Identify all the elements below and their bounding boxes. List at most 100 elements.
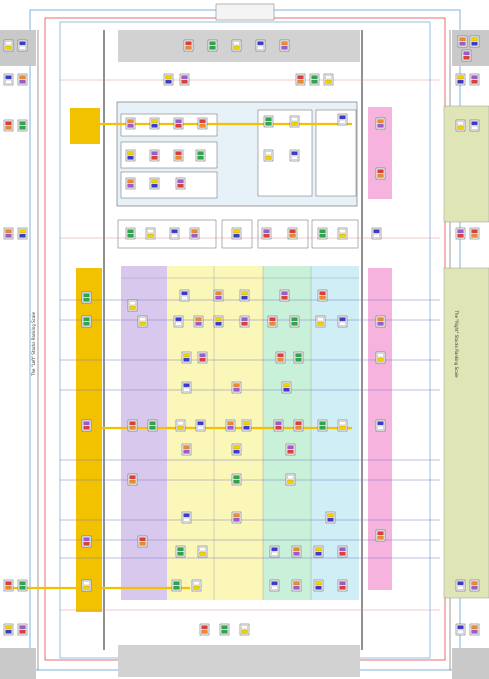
left-side-label: The "Left" Stacks Ranking Scale xyxy=(31,312,36,376)
component-unit xyxy=(127,419,138,432)
component-unit xyxy=(193,315,204,328)
component-unit xyxy=(3,623,14,636)
component-unit xyxy=(183,39,194,52)
component-unit xyxy=(285,443,296,456)
component-unit xyxy=(309,73,320,86)
component-unit xyxy=(313,545,324,558)
component-unit xyxy=(285,473,296,486)
component-unit xyxy=(455,579,466,592)
component-unit xyxy=(213,289,224,302)
component-unit xyxy=(3,39,14,52)
component-unit xyxy=(219,623,230,636)
component-unit xyxy=(3,227,14,240)
component-unit xyxy=(17,39,28,52)
component-unit xyxy=(213,315,224,328)
component-unit xyxy=(17,73,28,86)
component-unit xyxy=(269,545,280,558)
component-unit xyxy=(17,119,28,132)
component-unit xyxy=(469,579,480,592)
component-unit xyxy=(295,73,306,86)
component-unit xyxy=(149,149,160,162)
component-unit xyxy=(173,149,184,162)
component-unit xyxy=(375,529,386,542)
component-unit xyxy=(181,381,192,394)
component-unit xyxy=(239,623,250,636)
component-unit xyxy=(455,119,466,132)
component-unit xyxy=(207,39,218,52)
component-unit xyxy=(263,115,274,128)
right-side-label: The "Right" Stacks Ranking Scale xyxy=(454,310,459,378)
component-unit xyxy=(279,289,290,302)
component-unit xyxy=(337,579,348,592)
component-unit xyxy=(197,351,208,364)
component-unit xyxy=(179,73,190,86)
component-unit xyxy=(291,545,302,558)
component-unit xyxy=(269,579,280,592)
component-unit xyxy=(289,115,300,128)
component-unit xyxy=(137,535,148,548)
right-olive-lower xyxy=(443,267,489,599)
bottom-center-grey-panel xyxy=(118,645,360,677)
component-unit xyxy=(455,73,466,86)
component-unit xyxy=(169,227,180,240)
component-unit xyxy=(287,227,298,240)
component-unit xyxy=(17,579,28,592)
component-unit xyxy=(199,623,210,636)
component-unit xyxy=(317,227,328,240)
component-unit xyxy=(181,511,192,524)
component-unit xyxy=(323,73,334,86)
component-unit xyxy=(195,419,206,432)
component-unit xyxy=(337,545,348,558)
component-unit xyxy=(315,315,326,328)
component-unit xyxy=(81,535,92,548)
component-unit xyxy=(137,315,148,328)
component-unit xyxy=(461,49,472,62)
component-unit xyxy=(149,117,160,130)
right-bottom-grey-panel xyxy=(452,648,489,679)
component-unit xyxy=(337,315,348,328)
component-unit xyxy=(81,315,92,328)
component-unit xyxy=(255,39,266,52)
component-unit xyxy=(375,315,386,328)
component-unit xyxy=(289,149,300,162)
component-unit xyxy=(375,167,386,180)
component-unit xyxy=(371,227,382,240)
component-unit xyxy=(273,419,284,432)
component-unit xyxy=(231,381,242,394)
component-unit xyxy=(239,315,250,328)
component-unit xyxy=(293,351,304,364)
component-unit xyxy=(231,443,242,456)
component-unit xyxy=(175,545,186,558)
component-unit xyxy=(125,117,136,130)
component-unit xyxy=(375,419,386,432)
component-unit xyxy=(231,39,242,52)
component-unit xyxy=(173,117,184,130)
component-unit xyxy=(175,419,186,432)
component-unit xyxy=(469,73,480,86)
component-unit xyxy=(375,351,386,364)
component-unit xyxy=(17,623,28,636)
component-unit xyxy=(175,177,186,190)
component-unit xyxy=(231,511,242,524)
component-unit xyxy=(127,299,138,312)
left-bottom-grey-panel xyxy=(0,648,36,679)
component-unit xyxy=(125,149,136,162)
component-unit xyxy=(81,419,92,432)
component-unit xyxy=(267,315,278,328)
component-unit xyxy=(291,579,302,592)
upper-panel-box-c xyxy=(120,171,218,199)
component-unit xyxy=(455,623,466,636)
component-unit xyxy=(171,579,182,592)
left-gold-block xyxy=(70,108,100,144)
component-unit xyxy=(181,443,192,456)
component-unit xyxy=(337,113,348,126)
component-unit xyxy=(3,579,14,592)
component-unit xyxy=(81,579,92,592)
top-tag xyxy=(216,4,274,20)
top-box xyxy=(215,3,275,21)
component-unit xyxy=(337,419,348,432)
component-unit xyxy=(241,419,252,432)
component-unit xyxy=(239,289,250,302)
component-unit xyxy=(469,227,480,240)
